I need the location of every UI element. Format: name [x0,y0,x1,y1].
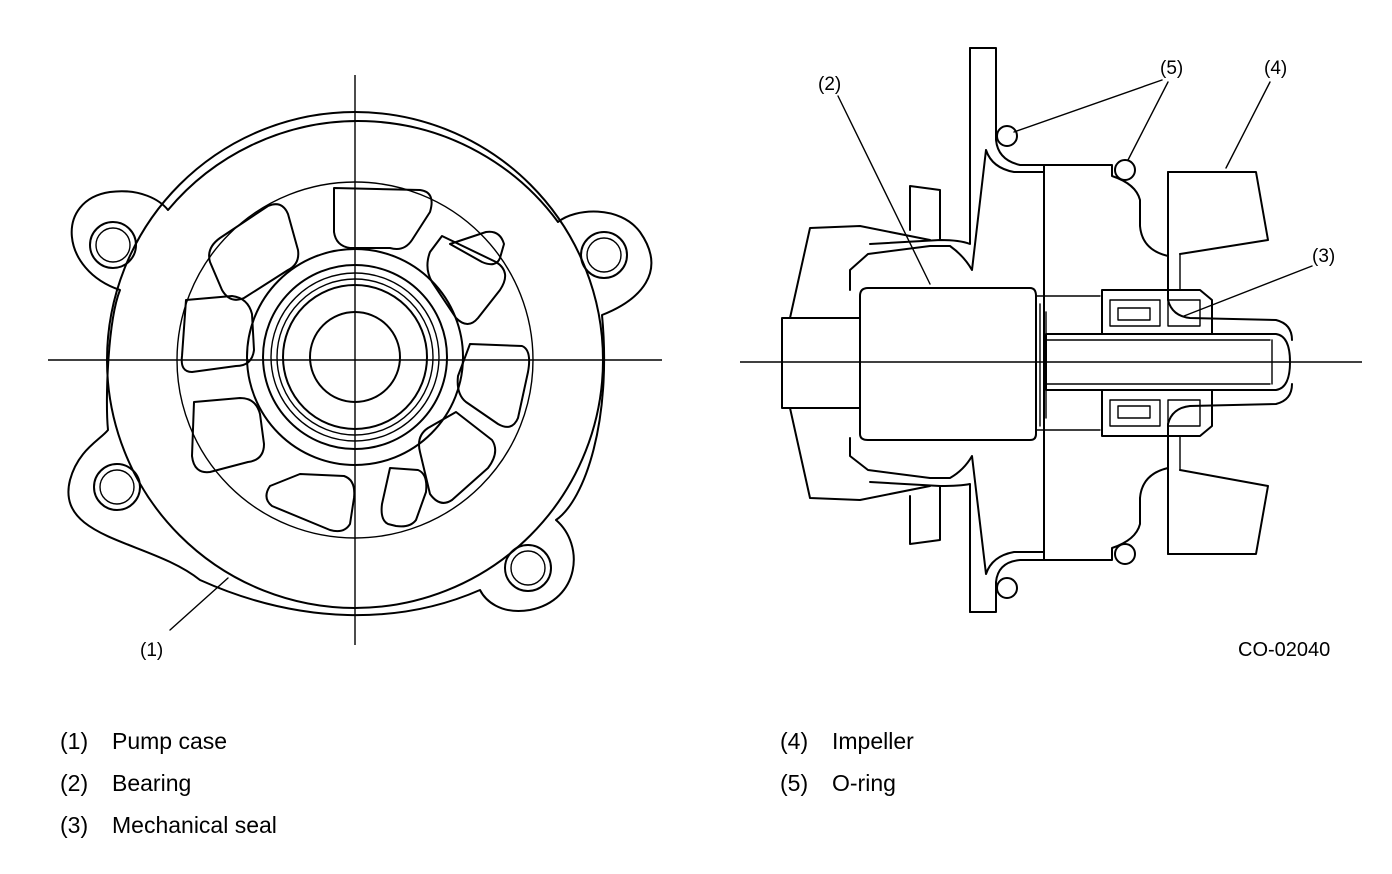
callout-4: (4) [1264,58,1287,79]
leader-line-2 [837,95,931,285]
legend-number: (3) [60,812,89,838]
figure-code: CO-02040 [1238,639,1330,661]
shaft [1045,333,1291,391]
callout-3: (3) [1312,246,1335,267]
legend-label: Pump case [112,728,228,754]
leader-line-1 [169,577,229,631]
legend-label: Bearing [112,770,192,796]
callout-5: (5) [1160,58,1183,79]
legend-label: Impeller [832,728,914,754]
water-pump-diagram: (1) [48,47,1362,661]
mechanical-seal [1101,289,1213,437]
bearing [859,287,1047,441]
leader-line-4 [1225,81,1271,169]
legend-number: (4) [780,728,809,754]
legend-number: (5) [780,770,809,796]
pump-case-front-view: (1) [48,75,662,661]
callout-1: (1) [140,640,163,661]
legend-label: O-ring [832,770,896,796]
o-rings [996,125,1136,599]
legend-right: (4) Impeller (5) O-ring [780,728,1180,818]
legend-number: (2) [60,770,89,796]
impeller [1167,171,1293,555]
leader-line-5a [1013,79,1163,133]
callout-2: (2) [818,74,841,95]
pump-section-view: (2) (5) (4) (3) [740,47,1362,613]
legend-number: (1) [60,728,89,754]
legend-left: (1) Pump case (2) Bearing (3) Mechanical… [60,728,460,858]
legend-label: Mechanical seal [112,812,277,838]
leader-line-3 [1183,265,1313,317]
leader-line-5b [1127,81,1169,161]
